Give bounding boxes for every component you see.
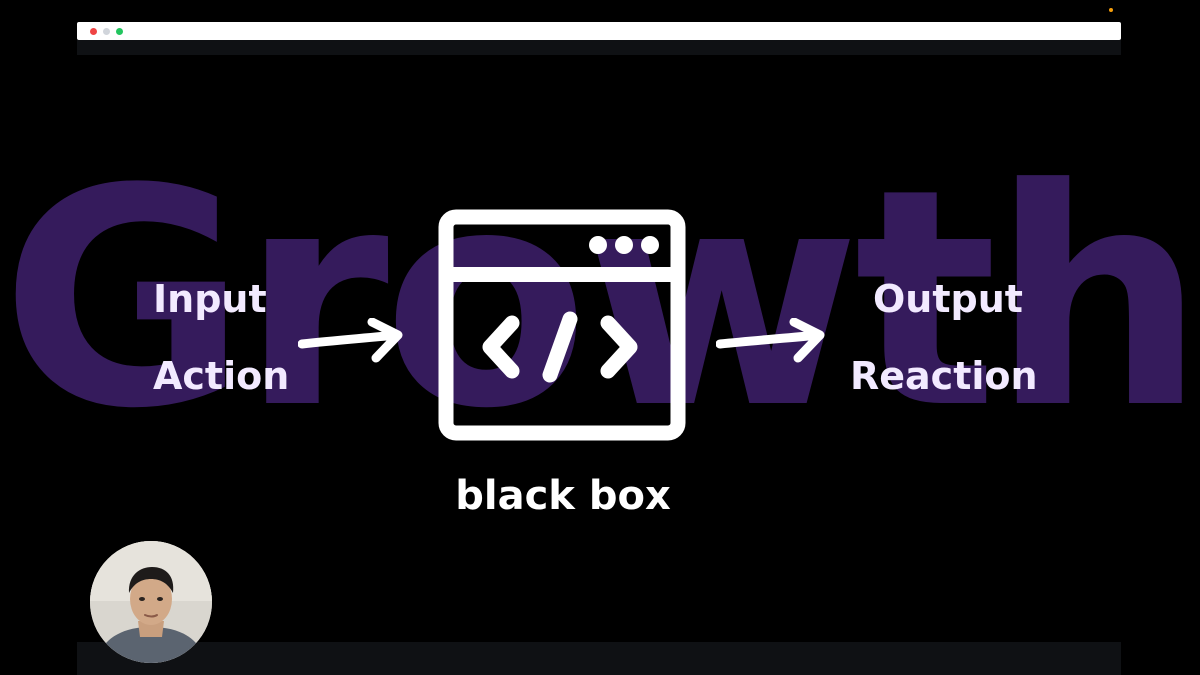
- recording-indicator-icon: [1109, 8, 1113, 12]
- browser-code-window-icon: [438, 209, 686, 441]
- reaction-label: Reaction: [850, 354, 1038, 398]
- growth-watermark-text: Growth: [0, 125, 1200, 474]
- arrow-right-icon: [298, 318, 403, 363]
- bottom-control-strip: [77, 642, 1121, 675]
- arrow-right-icon: [716, 318, 825, 363]
- window-minimize-button[interactable]: [103, 28, 110, 35]
- browser-title-bar: [77, 22, 1121, 40]
- presenter-photo: [90, 541, 212, 663]
- browser-toolbar: [77, 40, 1121, 55]
- action-label: Action: [153, 354, 290, 398]
- window-close-button[interactable]: [90, 28, 97, 35]
- window-maximize-button[interactable]: [116, 28, 123, 35]
- black-box-caption: black box: [455, 473, 671, 519]
- output-label: Output: [873, 277, 1023, 321]
- input-label: Input: [153, 277, 267, 321]
- presenter-webcam-avatar: [90, 541, 212, 663]
